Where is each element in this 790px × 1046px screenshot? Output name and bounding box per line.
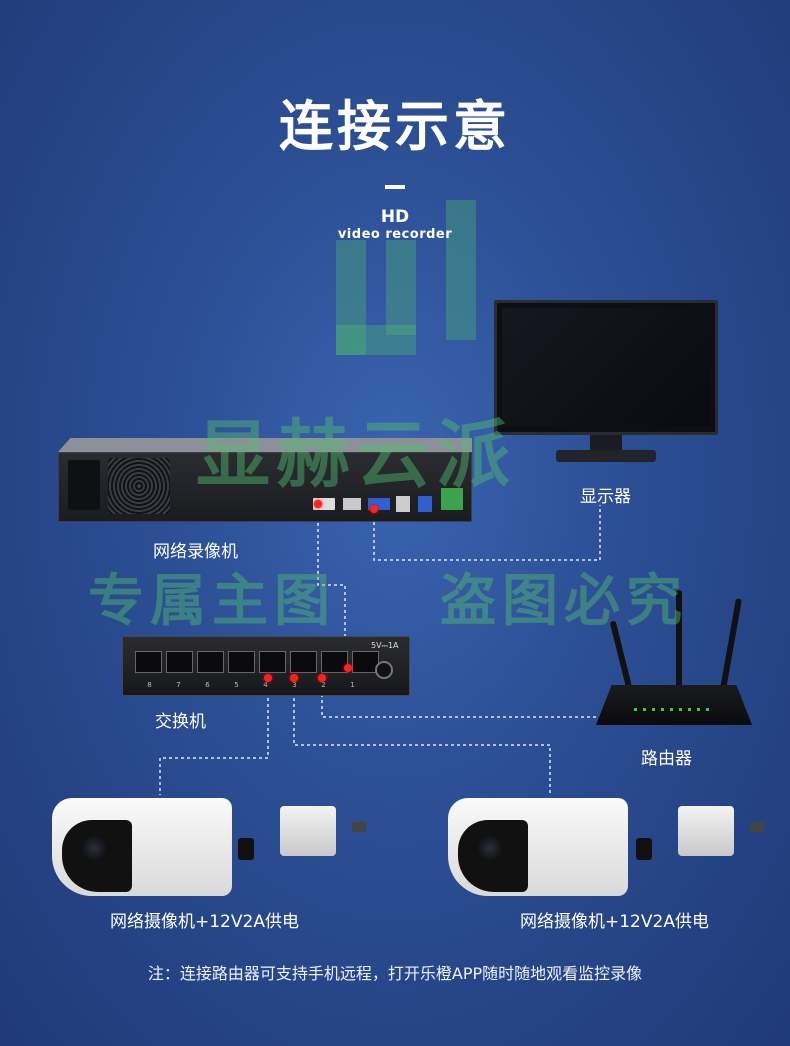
title-divider — [385, 185, 405, 189]
router-label: 路由器 — [641, 749, 692, 769]
port-number: 8 — [147, 681, 152, 689]
switch-port-2-marker — [318, 674, 326, 682]
port-number: 2 — [321, 681, 326, 689]
port-number: 4 — [263, 681, 268, 689]
port-number: 7 — [176, 681, 181, 689]
recorder-caption-text: video recorder — [337, 227, 453, 242]
port-number: 3 — [292, 681, 297, 689]
camera-right — [448, 798, 768, 898]
network-video-recorder — [58, 438, 472, 522]
switch-port-3-marker — [290, 674, 298, 682]
nvr-lan-port-marker — [314, 500, 322, 508]
recorder-caption-hd: HD — [380, 207, 410, 227]
switch-port-numbers: 8 7 6 5 4 3 2 1 — [135, 681, 367, 689]
port-number: 6 — [205, 681, 210, 689]
network-switch: 5V⎓1A 8 7 6 5 4 3 2 1 — [122, 636, 410, 696]
switch-label: 交换机 — [155, 712, 206, 732]
monitor-label: 显示器 — [580, 487, 631, 507]
watermark-exclusive: 专属主图 — [88, 569, 336, 634]
nvr-label: 网络录像机 — [153, 542, 238, 562]
page-title: 连接示意 — [279, 95, 511, 158]
switch-port-1-marker — [344, 664, 352, 672]
watermark-brand: 显赫云派 — [196, 412, 516, 498]
monitor — [494, 300, 718, 470]
router — [596, 590, 756, 730]
watermark-no-copy: 盗图必究 — [440, 569, 688, 634]
port-number: 1 — [350, 681, 355, 689]
camera-left-label: 网络摄像机+12V2A供电 — [110, 912, 299, 932]
port-number: 5 — [234, 681, 239, 689]
watermark-logo — [336, 200, 476, 355]
switch-power-label: 5V⎓1A — [371, 641, 399, 650]
camera-right-label: 网络摄像机+12V2A供电 — [520, 912, 709, 932]
switch-port-4-marker — [264, 674, 272, 682]
camera-left — [52, 798, 372, 898]
nvr-vga-port-marker — [370, 505, 378, 513]
footnote: 注：连接路由器可支持手机远程，打开乐橙APP随时随地观看监控录像 — [147, 964, 643, 983]
